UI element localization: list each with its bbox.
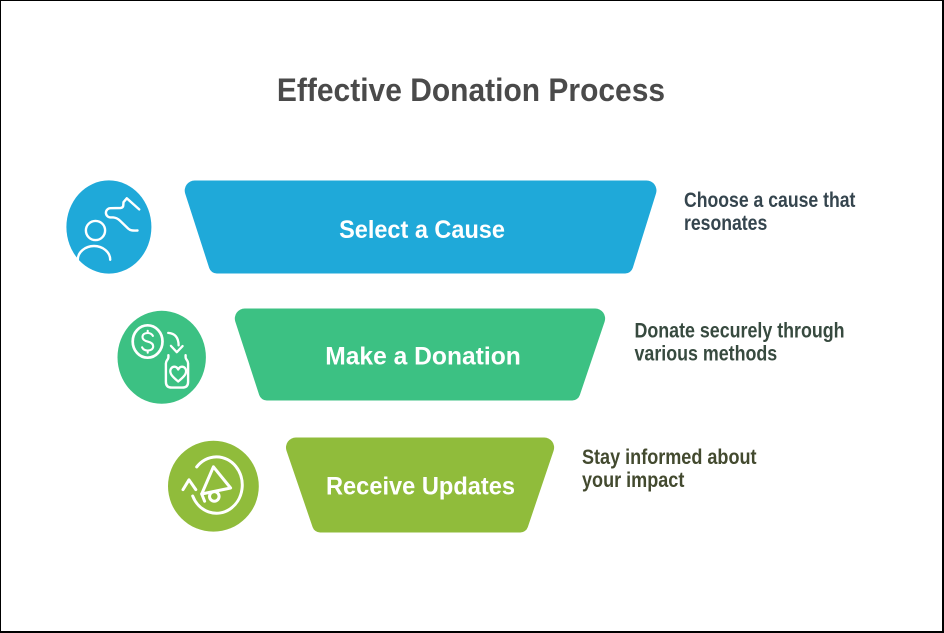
svg-text:Choose a cause that: Choose a cause that [684, 188, 856, 212]
svg-text:your impact: your impact [582, 468, 685, 492]
svg-text:resonates: resonates [684, 211, 767, 235]
svg-text:various methods: various methods [635, 341, 778, 365]
svg-text:Receive Updates: Receive Updates [326, 473, 515, 501]
svg-text:Select a Cause: Select a Cause [339, 216, 505, 244]
svg-text:Donate securely through: Donate securely through [635, 318, 845, 342]
svg-text:Stay informed about: Stay informed about [582, 445, 757, 469]
svg-text:Effective Donation Process: Effective Donation Process [277, 71, 665, 107]
svg-text:Make a Donation: Make a Donation [325, 343, 521, 370]
